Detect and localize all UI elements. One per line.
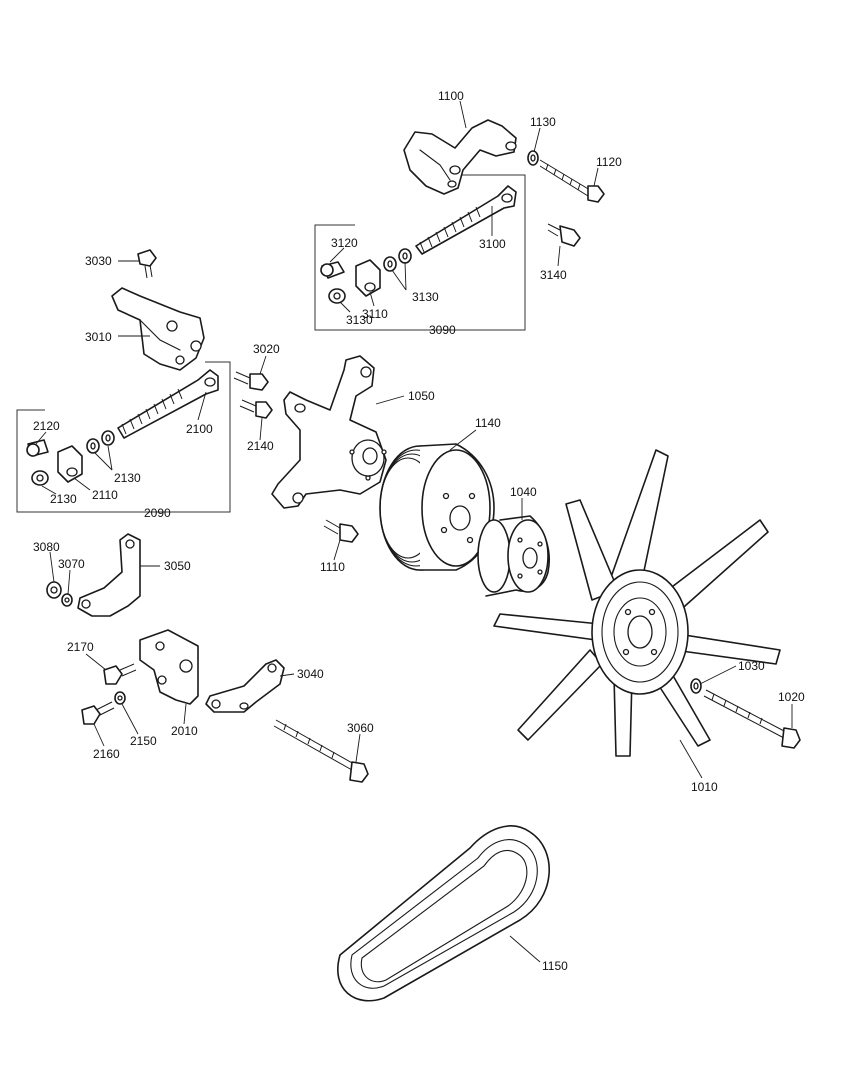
callout-3130b: 3130 [346, 313, 373, 327]
part-3030-bolt [137, 249, 157, 279]
callout-3090: 3090 [429, 323, 456, 337]
group-box-2090 [16, 361, 231, 513]
part-1020-bolt [703, 689, 801, 749]
callout-labels: 1100 1130 1120 3120 3100 3140 3130 3110 … [33, 89, 805, 973]
part-2160-bolt [81, 701, 115, 725]
part-2170-bolt [103, 663, 137, 685]
group-box-3090 [314, 174, 526, 331]
callout-1130: 1130 [530, 115, 556, 129]
callout-2110: 2110 [92, 488, 118, 502]
part-1100-upper-bracket [403, 119, 517, 195]
part-1120-bolt [539, 159, 605, 203]
part-1130-washer [527, 150, 539, 166]
callout-3030: 3030 [85, 254, 112, 268]
callout-1030: 1030 [738, 659, 765, 673]
part-1140-pulley [379, 443, 495, 571]
callout-2100: 2100 [186, 422, 213, 436]
callout-2120: 2120 [33, 419, 60, 433]
callout-3140: 3140 [540, 268, 567, 282]
part-1010-fan [493, 449, 781, 757]
callout-2170: 2170 [67, 640, 94, 654]
callout-3080: 3080 [33, 540, 60, 554]
callout-3060: 3060 [347, 721, 374, 735]
callout-3070: 3070 [58, 557, 85, 571]
part-3120-sleeve [320, 261, 345, 279]
part-3130-nut-left [328, 288, 346, 304]
part-2120-sleeve [26, 439, 49, 457]
part-3130-nuts-right [383, 248, 412, 272]
part-1030-washer [690, 678, 702, 694]
part-2110-block [57, 445, 83, 483]
part-2130-nut-left [31, 470, 49, 486]
leader-lines [35, 100, 793, 963]
part-3060-bolt [273, 719, 369, 783]
callout-1110: 1110 [320, 560, 345, 574]
part-3110-block [355, 259, 381, 297]
callout-2160: 2160 [93, 747, 120, 761]
callout-1120: 1120 [596, 155, 622, 169]
callout-2090: 2090 [144, 506, 171, 520]
callout-1020: 1020 [778, 690, 805, 704]
part-3100-turnbuckle-rod [415, 185, 517, 255]
callout-1100: 1100 [438, 89, 464, 103]
callout-3120: 3120 [331, 236, 358, 250]
part-3040-bracket [205, 659, 285, 713]
callout-2130b: 2130 [50, 492, 77, 506]
part-2100-turnbuckle-rod [117, 369, 219, 439]
callout-1150: 1150 [542, 959, 568, 973]
callout-2140: 2140 [247, 439, 274, 453]
part-1110-bolt [323, 519, 359, 543]
callout-3100: 3100 [479, 237, 506, 251]
part-3010-bracket [111, 287, 205, 371]
callout-2010: 2010 [171, 724, 198, 738]
part-2140-bolt [239, 399, 273, 419]
part-3050-bracket [77, 533, 141, 617]
part-3140-bolt [547, 223, 581, 247]
part-3020-bolt [233, 371, 269, 391]
callout-3020: 3020 [253, 342, 280, 356]
callout-3130a: 3130 [412, 290, 439, 304]
callout-3050: 3050 [164, 559, 191, 573]
callout-2130a: 2130 [114, 471, 141, 485]
callout-1140: 1140 [475, 416, 501, 430]
part-3080-nut [46, 581, 62, 599]
part-2130-nuts-right [86, 430, 115, 454]
part-2010-block [139, 629, 199, 705]
callout-3040: 3040 [297, 667, 324, 681]
callout-2150: 2150 [130, 734, 157, 748]
part-2150-washer [114, 691, 126, 705]
part-1040-spacer [477, 515, 550, 597]
callout-3110: 3110 [362, 307, 388, 321]
part-1050-fan-bracket [271, 355, 387, 509]
part-3070-washer [61, 593, 73, 607]
callout-3010: 3010 [85, 330, 112, 344]
callout-1040: 1040 [510, 485, 537, 499]
callout-1050: 1050 [408, 389, 435, 403]
callout-1010: 1010 [691, 780, 718, 794]
part-1150-belt [337, 825, 550, 1002]
